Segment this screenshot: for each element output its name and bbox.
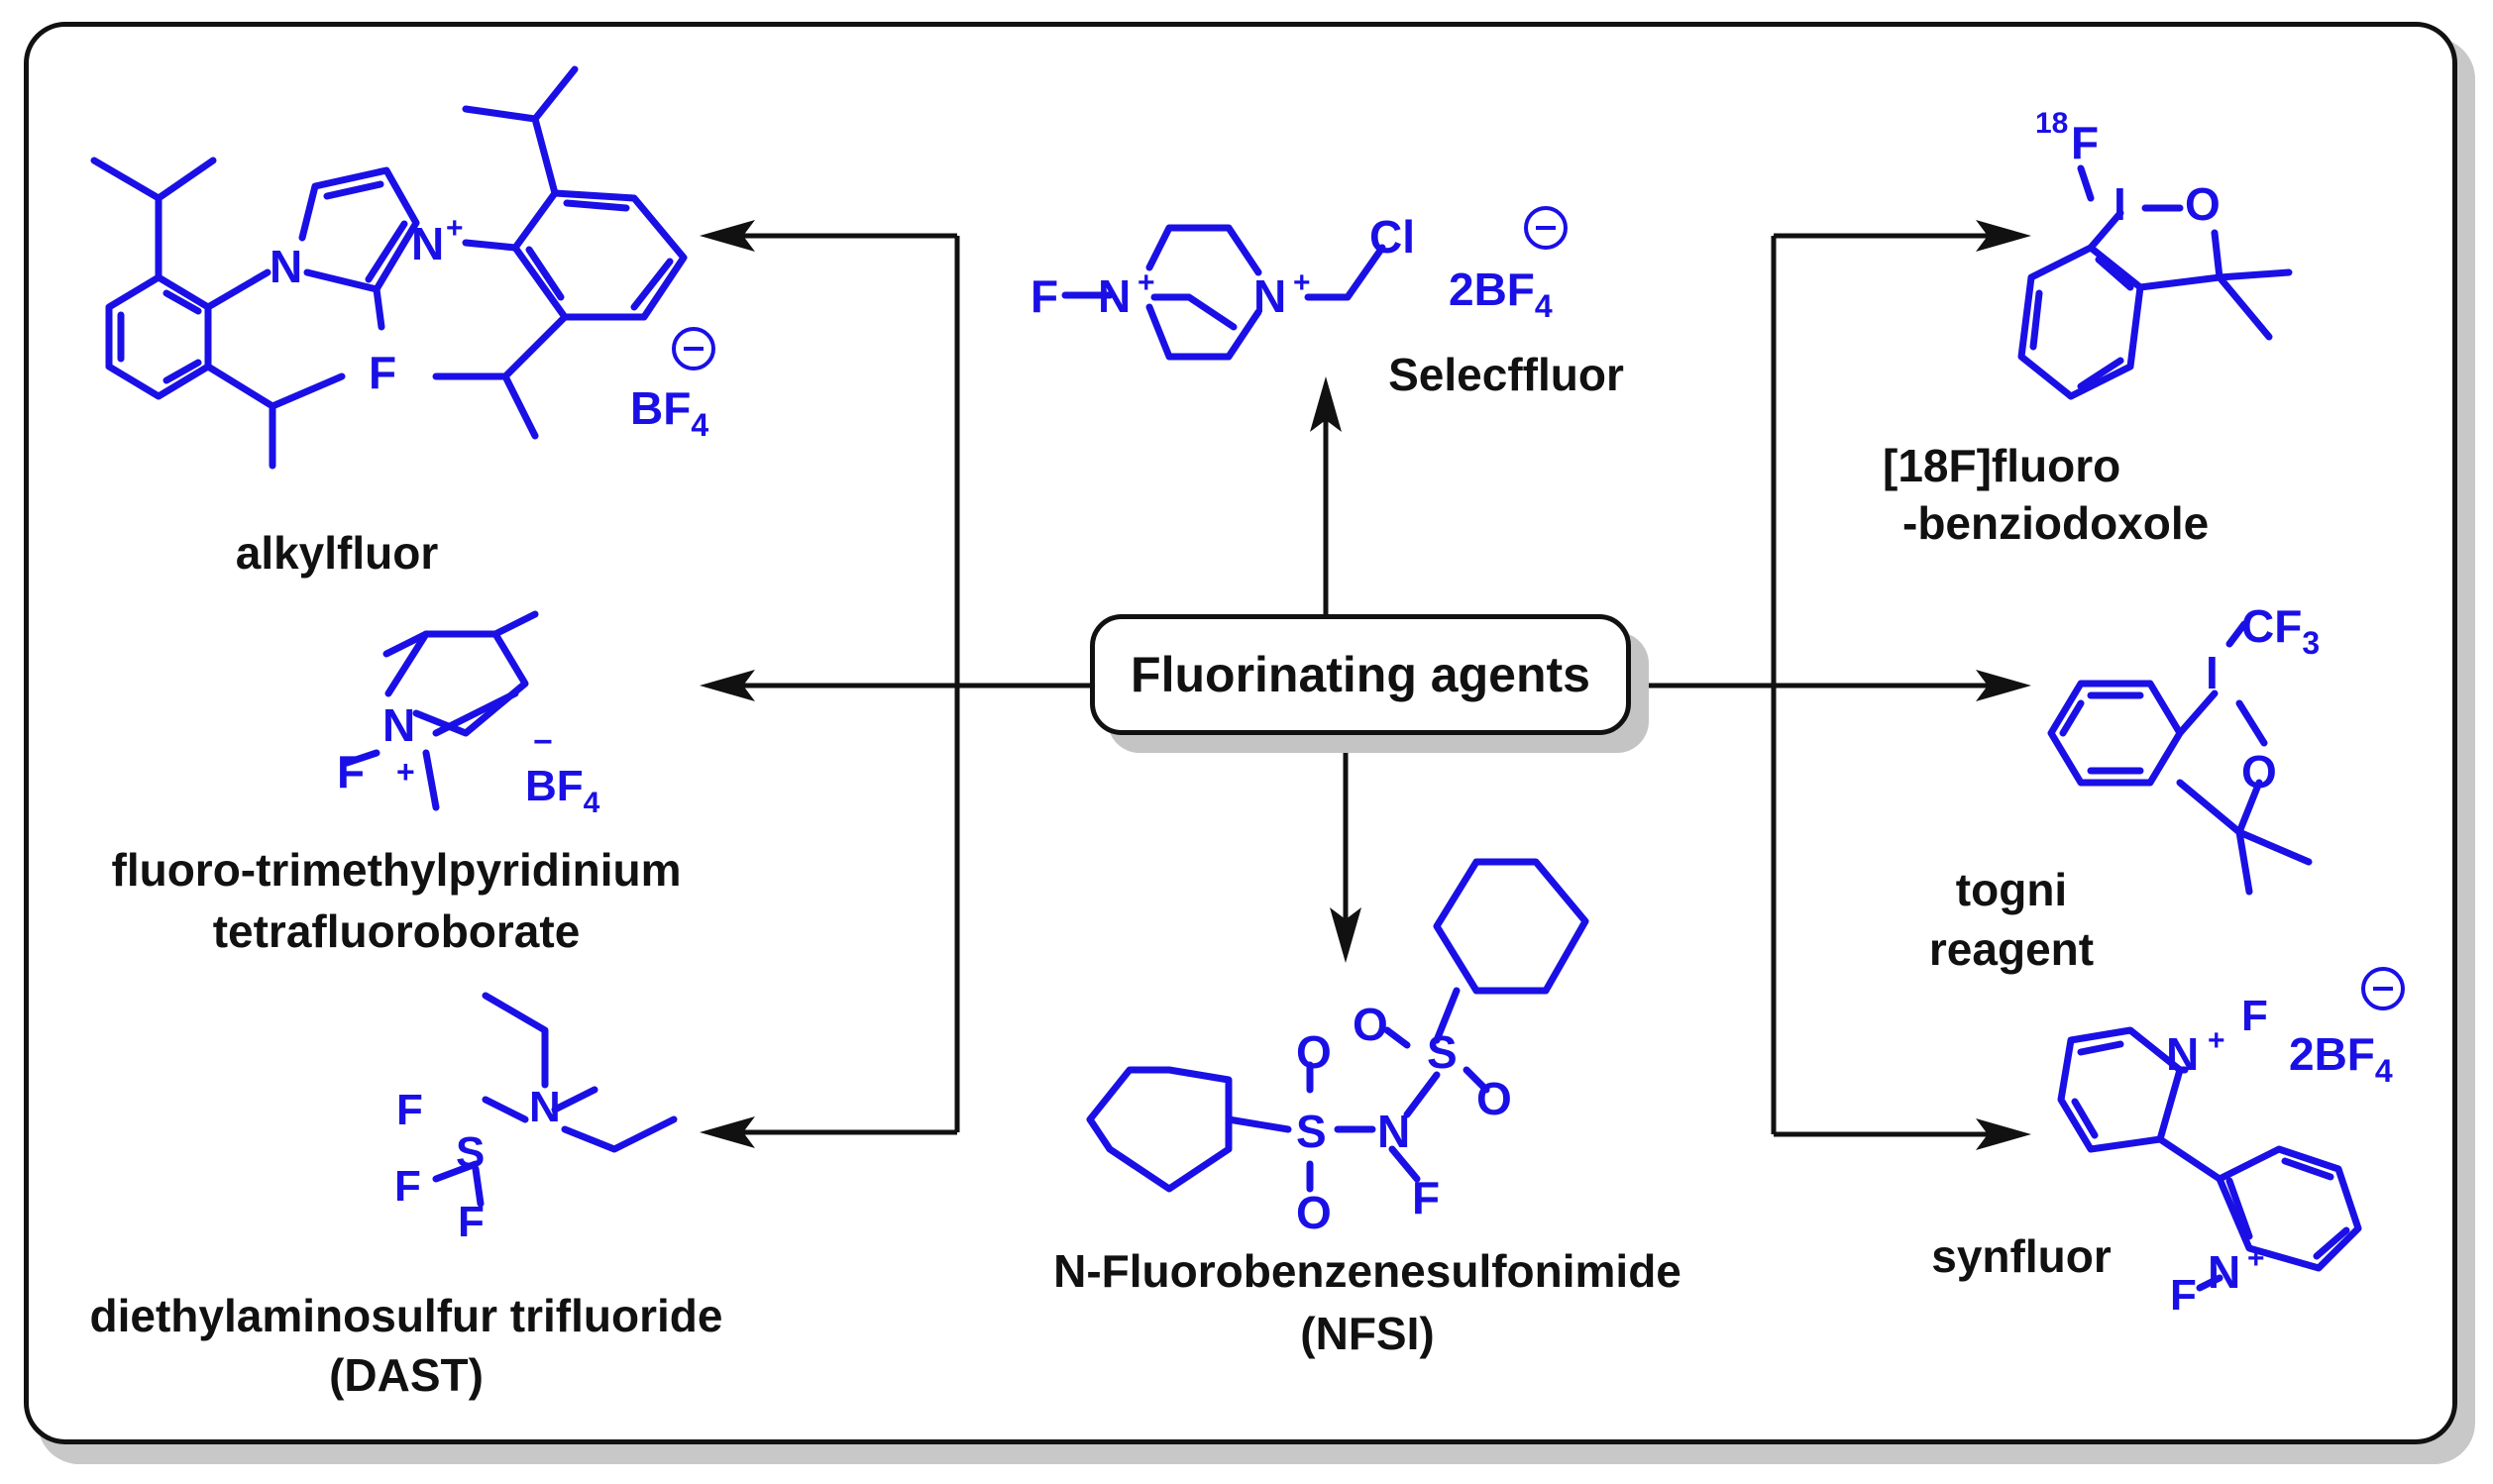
alkylfluor-structure: N N + F BF4 bbox=[90, 65, 715, 470]
pyridinium-label-line1: fluoro-trimethylpyridinium bbox=[111, 844, 682, 896]
alkylfluor-label: alkylfluor bbox=[235, 527, 439, 579]
pyridinium-n: N bbox=[382, 699, 415, 751]
togni-label-line2: reagent bbox=[1928, 923, 2095, 975]
synfluor-f1: F bbox=[2241, 992, 2268, 1040]
arrowhead-selectfluor bbox=[1310, 376, 1342, 432]
nfsi-o2: O bbox=[1296, 1187, 1332, 1238]
dast-structure: F S F F N bbox=[394, 992, 678, 1246]
nfsi-n: N bbox=[1377, 1106, 1410, 1157]
pyridinium-label-line2: tetrafluoroborate bbox=[212, 905, 581, 957]
nfsi-ring-right bbox=[1433, 858, 1589, 995]
synfluor-plus2: + bbox=[2247, 1242, 2265, 1275]
nfsi-f: F bbox=[1412, 1172, 1440, 1223]
selectfluor-f: F bbox=[1030, 270, 1058, 322]
dast-s: S bbox=[456, 1128, 485, 1177]
nfsi-structure: S O O N F S O O bbox=[1086, 858, 1589, 1238]
togni-i: I bbox=[2206, 647, 2219, 698]
benziodoxole-structure: 18 F I O bbox=[2017, 107, 2293, 400]
arrowhead-pyridinium bbox=[700, 670, 755, 701]
selectfluor-cl: Cl bbox=[1369, 211, 1415, 263]
nfsi-o4: O bbox=[1476, 1073, 1512, 1124]
togni-label-line1: togni bbox=[1955, 864, 2068, 915]
alkylfluor-right-ring bbox=[511, 189, 688, 321]
alkylfluor-f: F bbox=[369, 347, 396, 398]
synfluor-plus1: + bbox=[2208, 1024, 2225, 1057]
center-node: Fluorinating agents bbox=[1090, 614, 1631, 735]
arrowhead-dast bbox=[700, 1116, 755, 1148]
arrowhead-togni bbox=[1976, 670, 2031, 701]
synfluor-structure: N + F N + F 2BF4 bbox=[2057, 967, 2405, 1320]
nfsi-label-line1: N-Fluorobenzenesulfonimide bbox=[1053, 1245, 1681, 1297]
alkylfluor-minus-circle bbox=[672, 327, 715, 371]
selectfluor-plus2: + bbox=[1293, 266, 1311, 299]
synfluor-n2: N bbox=[2208, 1246, 2240, 1298]
nfsi-o3: O bbox=[1353, 999, 1388, 1050]
nfsi-ring-left bbox=[1086, 1066, 1233, 1193]
arrowhead-synfluor bbox=[1976, 1118, 2031, 1150]
dast-f1: F bbox=[396, 1086, 423, 1134]
synfluor-label: synfluor bbox=[1931, 1230, 2112, 1282]
dast-f2: F bbox=[394, 1162, 421, 1211]
dast-n: N bbox=[529, 1083, 561, 1131]
arrowhead-alkylfluor bbox=[700, 220, 755, 252]
pyridinium-structure: N F + BF4 − bbox=[337, 610, 600, 819]
togni-structure: I O CF3 bbox=[2047, 600, 2320, 896]
benziodoxole-label-line1: [18F]fluoro bbox=[1883, 440, 2121, 491]
alkylfluor-n-plus: N bbox=[411, 218, 444, 269]
arrowhead-benziodoxole bbox=[1976, 220, 2031, 252]
synfluor-n1: N bbox=[2166, 1028, 2199, 1080]
center-label: Fluorinating agents bbox=[1131, 647, 1590, 702]
pyridinium-ring bbox=[382, 610, 539, 737]
nfsi-s2: S bbox=[1427, 1026, 1458, 1078]
alkylfluor-imidazolium bbox=[298, 166, 420, 293]
synfluor-2bf4: 2BF4 bbox=[2289, 1028, 2393, 1089]
alkylfluor-plus: + bbox=[446, 212, 464, 245]
synfluor-ring2 bbox=[2216, 1145, 2362, 1272]
dast-f3: F bbox=[458, 1198, 485, 1246]
pyridinium-f: F bbox=[337, 746, 365, 797]
dast-label-line2: (DAST) bbox=[329, 1349, 484, 1401]
nfsi-s1: S bbox=[1296, 1106, 1327, 1157]
arrowhead-nfsi bbox=[1330, 907, 1361, 963]
pyridinium-plus: + bbox=[396, 754, 415, 790]
togni-o: O bbox=[2241, 746, 2277, 797]
benziodoxole-label-line2: -benziodoxole bbox=[1902, 497, 2210, 549]
nfsi-o1: O bbox=[1296, 1026, 1332, 1078]
alkylfluor-bf4: BF4 bbox=[630, 382, 708, 443]
alkylfluor-n1: N bbox=[270, 241, 302, 292]
benziodoxole-18: 18 bbox=[2035, 107, 2068, 140]
togni-cf3: CF3 bbox=[2241, 600, 2320, 661]
synfluor-ring1 bbox=[2057, 1026, 2184, 1153]
selectfluor-label: Selecffluor bbox=[1388, 349, 1624, 400]
benziodoxole-f: F bbox=[2071, 117, 2099, 168]
benziodoxole-o: O bbox=[2185, 178, 2221, 230]
pyridinium-minus: − bbox=[533, 723, 553, 761]
benziodoxole-i: I bbox=[2114, 178, 2126, 230]
selectfluor-n2: N bbox=[1253, 270, 1286, 322]
selectfluor-structure: F N + N + Cl 2BF4 bbox=[1030, 206, 1568, 361]
pyridinium-bf4: BF4 bbox=[525, 762, 600, 819]
nfsi-label-line2: (NFSI) bbox=[1300, 1308, 1435, 1359]
selectfluor-n1: N bbox=[1098, 270, 1131, 322]
selectfluor-2bf4: 2BF4 bbox=[1449, 264, 1553, 324]
selectfluor-plus1: + bbox=[1138, 266, 1155, 299]
synfluor-f2: F bbox=[2170, 1271, 2197, 1320]
dast-label-line1: diethylaminosulfur trifluoride bbox=[89, 1290, 723, 1341]
